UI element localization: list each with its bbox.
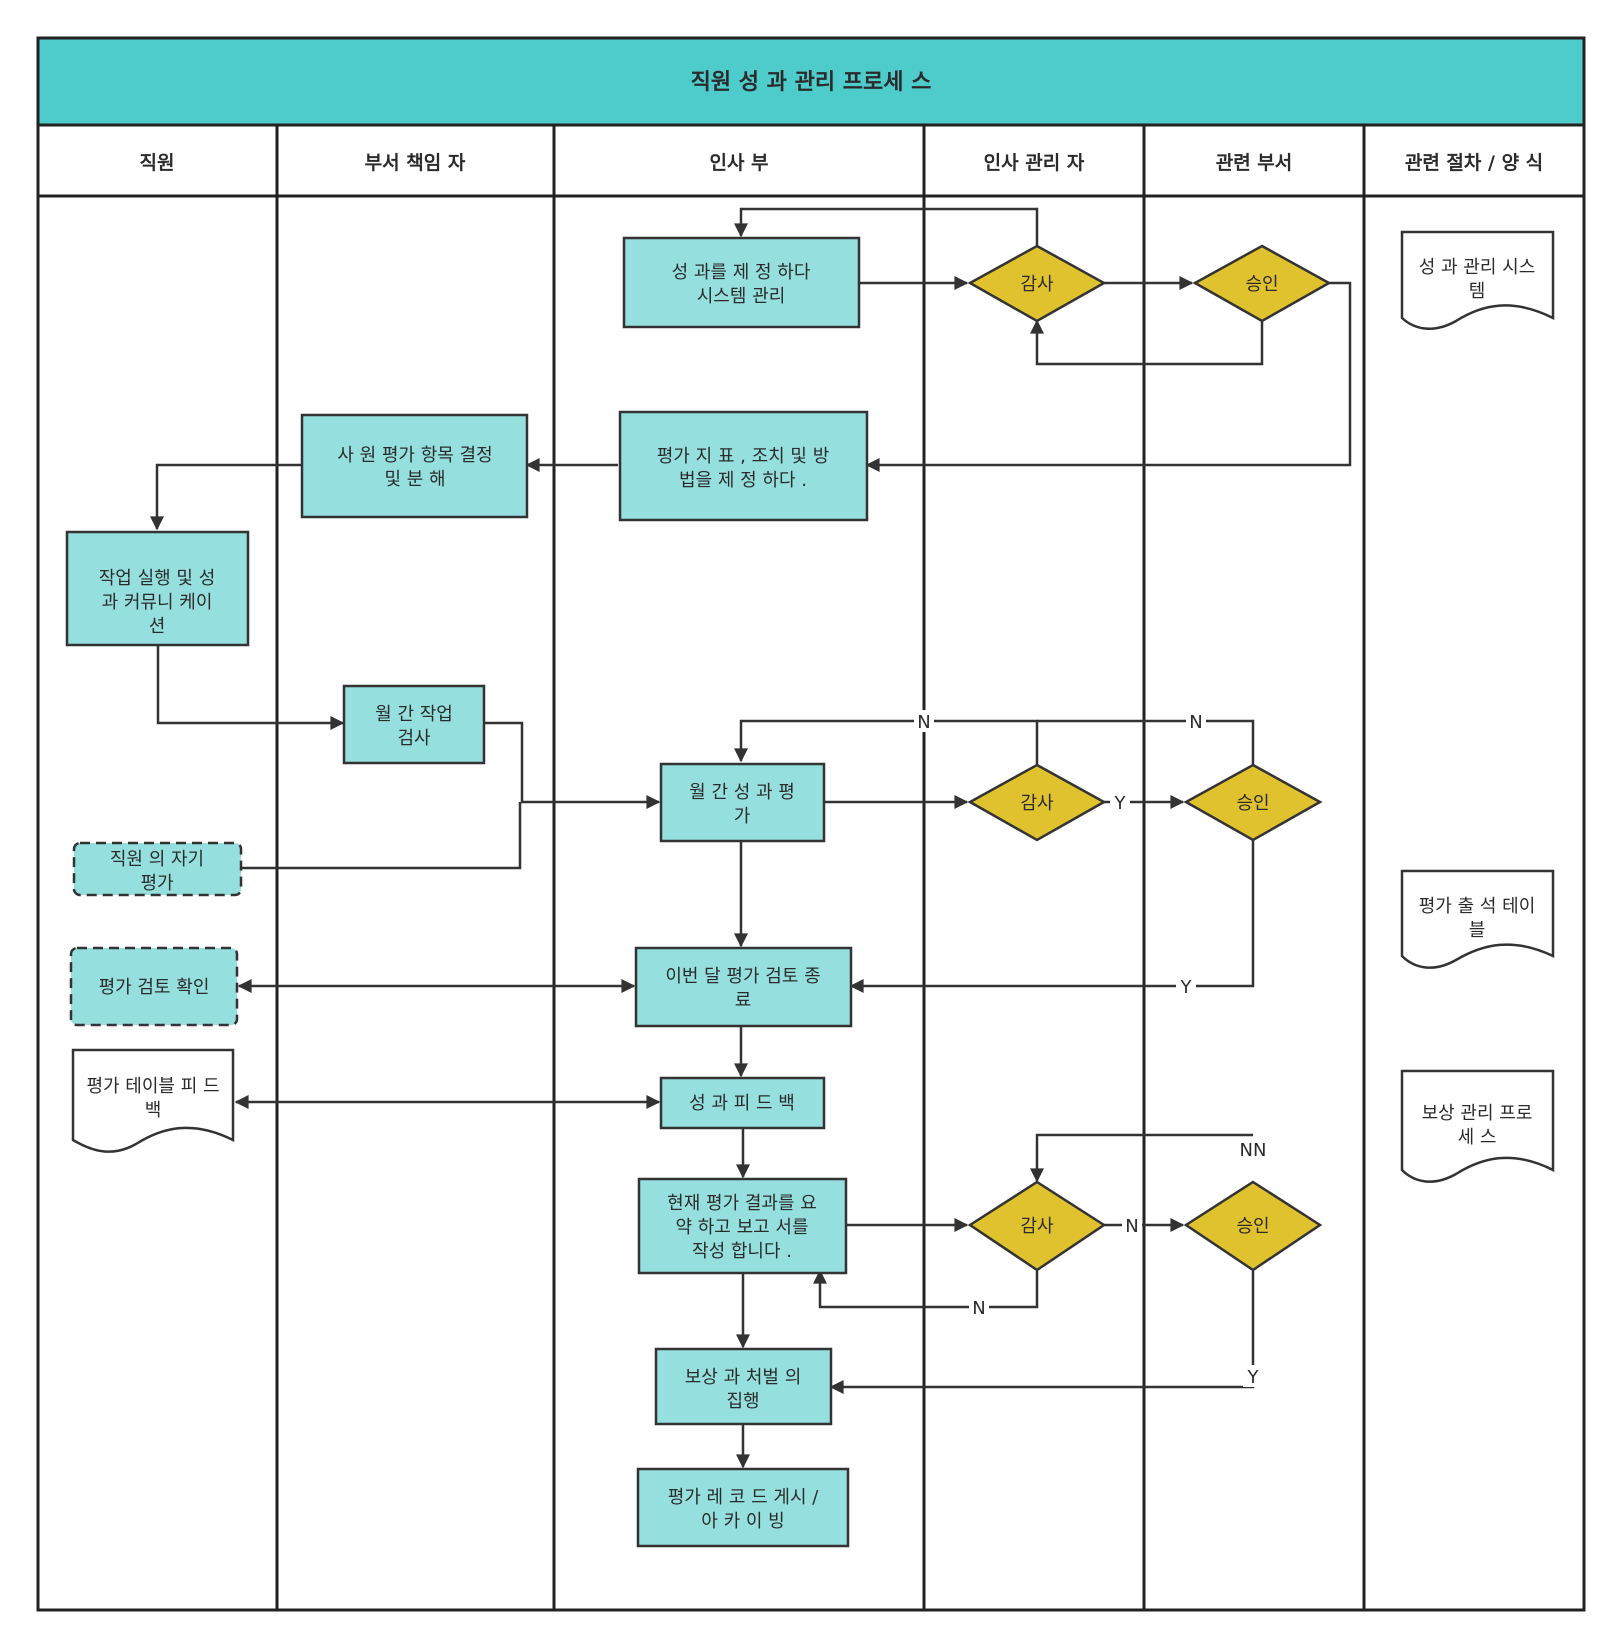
edge-label: Y (1180, 977, 1193, 998)
svg-text:승인: 승인 (1236, 1216, 1269, 1237)
edge-label: N (917, 712, 930, 733)
edge-label: Y (1247, 1367, 1260, 1388)
svg-text:감사: 감사 (1020, 274, 1054, 295)
process-performance-feedback: 성 과 피 드 백 (659, 1076, 826, 1130)
svg-text:월 간 성 과 평가: 월 간 성 과 평가 (689, 782, 795, 827)
svg-text:감사: 감사 (1020, 1216, 1054, 1237)
edge-line (829, 1270, 1255, 1394)
svg-text:평가 출 석 테이블: 평가 출 석 테이블 (1419, 896, 1536, 941)
svg-text:보상 과 처벌 의집행: 보상 과 처벌 의집행 (685, 1367, 802, 1412)
title-band (36, 36, 1586, 127)
edge-label: N (972, 1298, 985, 1319)
edge-line (1030, 1133, 1253, 1183)
edge-label: N (1189, 712, 1202, 733)
svg-text:성 과 관리 시스템: 성 과 관리 시스템 (1419, 257, 1536, 302)
svg-text:사 원 평가 항목 결정및 분 해: 사 원 평가 항목 결정및 분 해 (337, 445, 492, 490)
edge-label: Y (1114, 793, 1127, 814)
svg-text:이번 달 평가 검토 종료: 이번 달 평가 검토 종료 (665, 966, 820, 1011)
lane-header-employee: 직원 (140, 152, 175, 174)
edge-line (1037, 719, 1255, 765)
svg-text:평가 테이블 피 드백: 평가 테이블 피 드백 (86, 1076, 219, 1121)
edge-label: NN (1240, 1140, 1267, 1161)
lane-header-related-dept: 관련 부서 (1216, 152, 1293, 174)
svg-text:평가 레 코 드 게시 /아 카 이 빙: 평가 레 코 드 게시 /아 카 이 빙 (668, 1487, 820, 1532)
edge-line (734, 207, 1039, 246)
decision-approve-3: 승인 (1183, 1180, 1323, 1272)
svg-text:승인: 승인 (1245, 274, 1278, 295)
svg-text:승인: 승인 (1236, 793, 1269, 814)
lane-header-dept-manager: 부서 책임 자 (365, 152, 466, 174)
decision-audit-2: 감사 (967, 763, 1107, 842)
svg-text:평가 검토 확인: 평가 검토 확인 (99, 977, 210, 998)
diagram-title: 직원 성 과 관리 프로세 스 (691, 70, 932, 95)
svg-text:평가 지 표 , 조치 및 방법을 제 정 하다 .: 평가 지 표 , 조치 및 방법을 제 정 하다 . (657, 446, 830, 491)
decision-audit-1: 감사 (967, 244, 1107, 323)
lane-header-related-procedures: 관련 절차 / 양 식 (1405, 152, 1543, 174)
lane-header-hr: 인사 부 (709, 152, 768, 174)
svg-text:감사: 감사 (1020, 793, 1054, 814)
edge-line (241, 802, 522, 870)
edge-line (484, 721, 661, 809)
svg-text:작업 실행 및 성과 커뮤니 케이션: 작업 실행 및 성과 커뮤니 케이션 (99, 568, 216, 637)
process-record-archive: 평가 레 코 드 게시 /아 카 이 빙 (636, 1467, 850, 1548)
edge-line (813, 1269, 1039, 1309)
edge-line (156, 644, 345, 730)
edge-line (1030, 319, 1264, 366)
decision-audit-3: 감사 (967, 1180, 1107, 1272)
edge-label: N (1125, 1216, 1138, 1237)
outer-frame (36, 123, 1586, 1612)
decision-approve-2: 승인 (1183, 763, 1323, 842)
edge-line (150, 463, 302, 531)
decision-approve-1: 승인 (1192, 244, 1332, 323)
edge-line (849, 840, 1255, 993)
svg-text:보상 관리 프로세 스: 보상 관리 프로세 스 (1422, 1103, 1533, 1148)
lane-header-hr-manager: 인사 관리 자 (984, 152, 1085, 174)
edge-line (865, 281, 1352, 472)
process-review-confirm: 평가 검토 확인 (69, 946, 239, 1027)
svg-text:성 과 피 드 백: 성 과 피 드 백 (689, 1093, 795, 1114)
edge-line (734, 719, 1039, 765)
